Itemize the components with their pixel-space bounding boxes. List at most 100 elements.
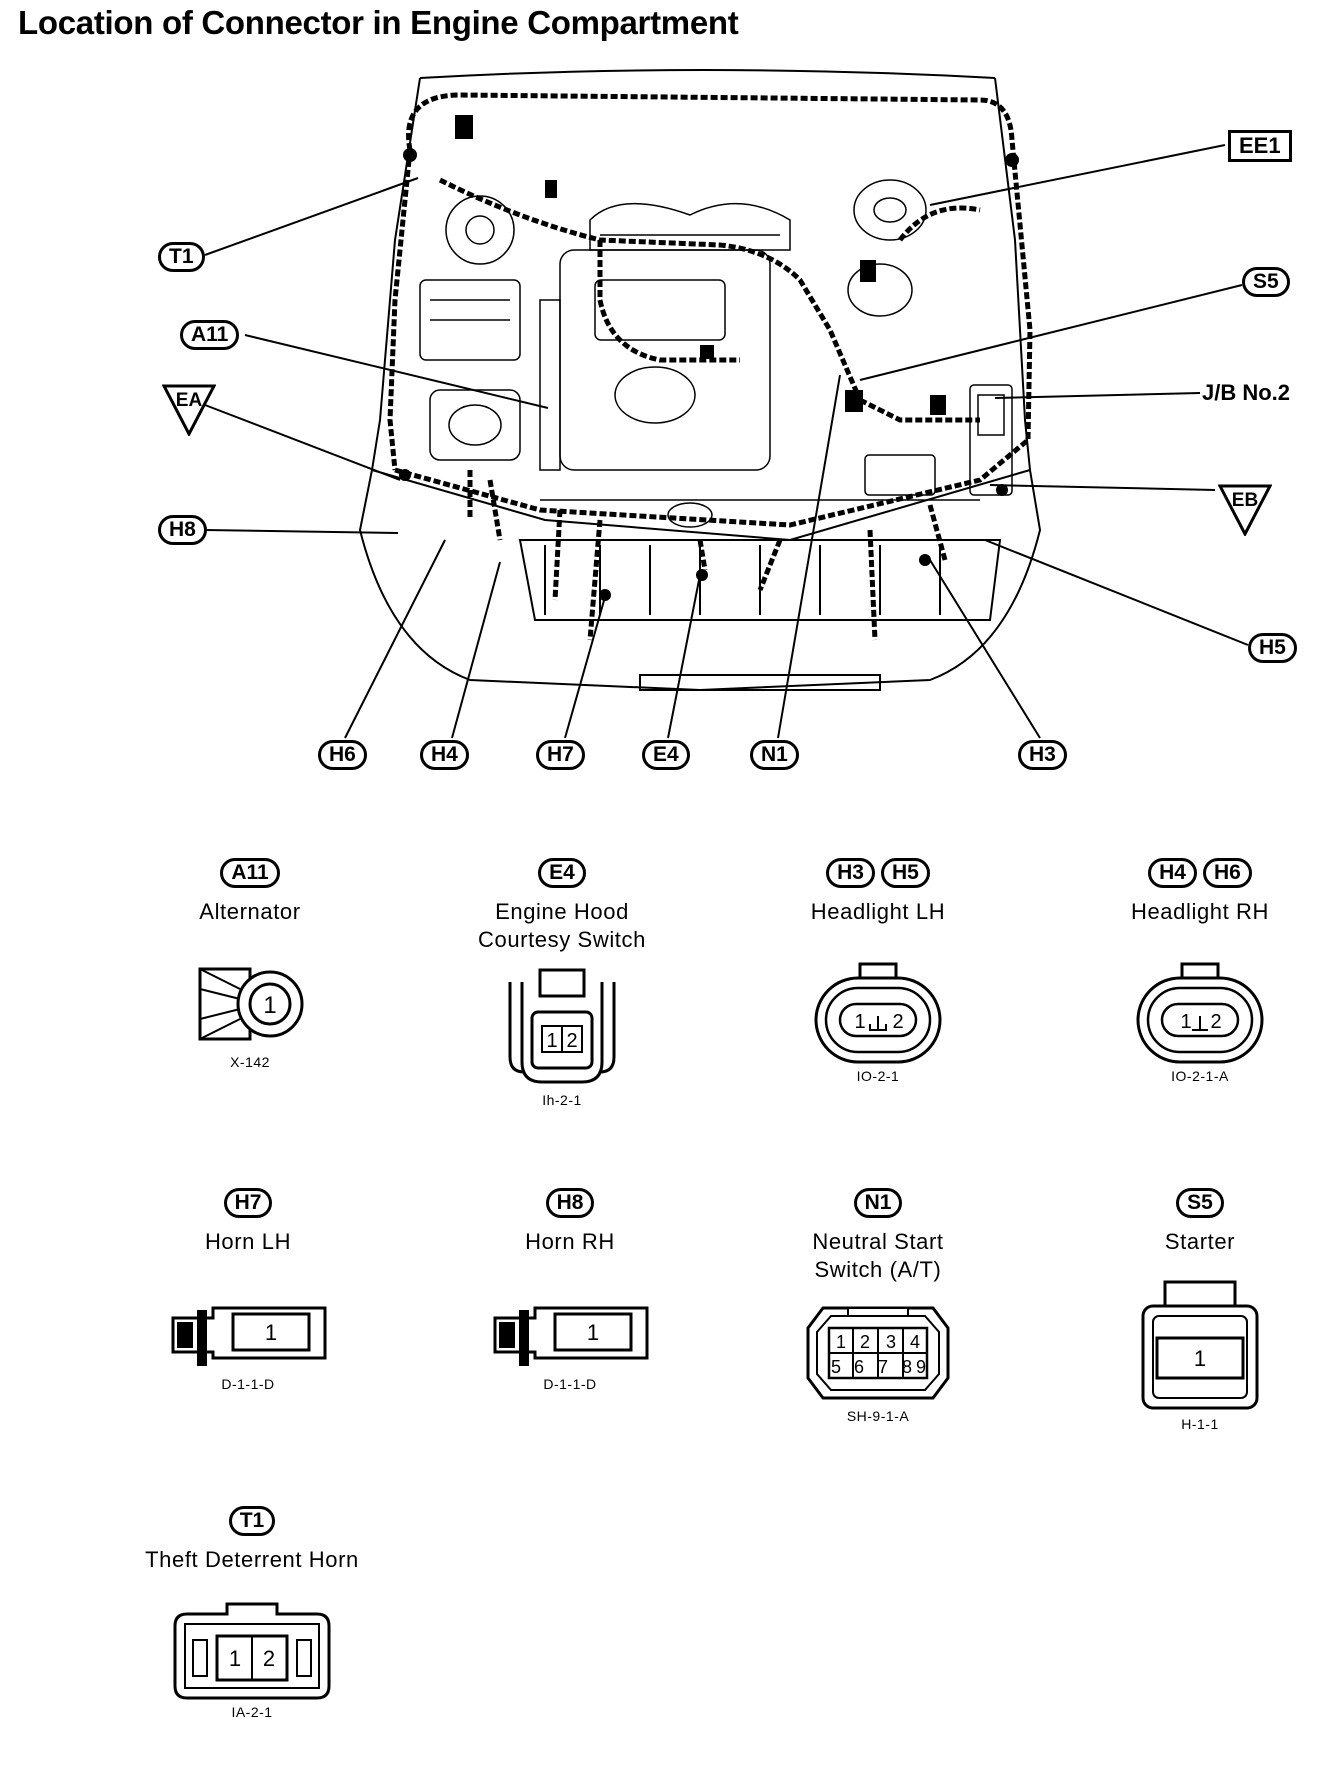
pin-label: 2 bbox=[860, 1332, 870, 1352]
code-badge: T1 bbox=[228, 1506, 276, 1536]
connector-part-number: D-1-1-D bbox=[543, 1376, 597, 1392]
pin-label: 4 bbox=[910, 1332, 920, 1352]
pin-label: 2 bbox=[566, 1030, 577, 1052]
connector-e4: E4 Engine Hood Courtesy Switch 1 2 Ih-2-… bbox=[402, 858, 722, 1108]
connector-name: Alternator bbox=[199, 899, 301, 924]
connector-x142-icon: 1 bbox=[198, 967, 304, 1041]
connector-t1: T1 Theft Deterrent Horn 1 2 IA-2-1 bbox=[92, 1506, 412, 1720]
label-jb-no2: J/B No.2 bbox=[1202, 380, 1291, 405]
callout-h3: H3 bbox=[1018, 740, 1067, 770]
callout-h6: H6 bbox=[318, 740, 367, 770]
leader-lines bbox=[204, 144, 1249, 739]
pin-label: 2 bbox=[263, 1646, 275, 1671]
connector-part-number: D-1-1-D bbox=[221, 1376, 275, 1392]
code-badge: S5 bbox=[1176, 1188, 1224, 1218]
connector-d11d-icon: 1 bbox=[493, 1306, 649, 1366]
connector-markers bbox=[399, 115, 1019, 601]
code-badge: H5 bbox=[881, 858, 930, 888]
callout-h8: H8 bbox=[158, 515, 207, 545]
page-title: Location of Connector in Engine Compartm… bbox=[18, 4, 739, 41]
ground-triangle-icon bbox=[1217, 484, 1273, 538]
callout-n1: N1 bbox=[750, 740, 799, 770]
connector-name: Starter bbox=[1164, 1229, 1236, 1254]
connector-h11-icon: 1 bbox=[1141, 1280, 1259, 1410]
pin-label: 3 bbox=[886, 1332, 896, 1352]
callout-e4: E4 bbox=[642, 740, 690, 770]
engine-compartment-diagram bbox=[204, 69, 1249, 739]
connector-h3-h5: H3 H5 Headlight LH 1 2 IO-2-1 bbox=[718, 858, 1038, 1084]
connector-h4-h6: H4 H6 Headlight RH 1 2 IO-2-1-A bbox=[1040, 858, 1344, 1084]
pin-label: 1 bbox=[854, 1011, 865, 1033]
connector-part-number: IO-2-1-A bbox=[1171, 1068, 1229, 1084]
connector-h7: H7 Horn LH 1 D-1-1-D bbox=[88, 1188, 408, 1392]
connector-codes: H4 H6 bbox=[1040, 858, 1344, 890]
code-badge: H3 bbox=[826, 858, 875, 888]
pin-label: 6 bbox=[854, 1357, 864, 1377]
connector-name: Headlight LH bbox=[810, 899, 946, 924]
ground-label-ea: EA bbox=[175, 390, 203, 411]
callout-ee1: EE1 bbox=[1228, 130, 1292, 162]
connector-part-number: H-1-1 bbox=[1181, 1416, 1219, 1432]
connector-name: Horn LH bbox=[204, 1229, 292, 1254]
connector-codes: H3 H5 bbox=[718, 858, 1038, 890]
connector-part-number: IA-2-1 bbox=[231, 1704, 273, 1720]
connector-codes: H8 bbox=[410, 1188, 730, 1220]
code-badge: E4 bbox=[538, 858, 586, 888]
ground-marker-ea: EA bbox=[161, 384, 217, 438]
connector-sh91a-icon: 1 2 3 4 5 6 7 8 9 bbox=[806, 1306, 950, 1400]
connector-ih21-icon: 1 2 bbox=[508, 968, 616, 1084]
callout-t1: T1 bbox=[158, 242, 205, 272]
callout-s5: S5 bbox=[1242, 267, 1290, 297]
pin-label: 1 bbox=[263, 992, 276, 1019]
connector-codes: H7 bbox=[88, 1188, 408, 1220]
pin-label: 7 bbox=[878, 1357, 888, 1377]
pin-label: 1 bbox=[546, 1030, 557, 1052]
callout-h4: H4 bbox=[420, 740, 469, 770]
connector-codes: T1 bbox=[92, 1506, 412, 1538]
car-outline bbox=[358, 69, 1042, 692]
connector-codes: A11 bbox=[90, 858, 410, 890]
code-badge: H4 bbox=[1148, 858, 1197, 888]
connector-part-number: SH-9-1-A bbox=[846, 1408, 910, 1424]
wire-harness bbox=[387, 92, 1033, 641]
connector-part-number: IO-2-1 bbox=[856, 1068, 900, 1084]
connector-d11d-icon: 1 bbox=[171, 1306, 327, 1366]
connector-h8: H8 Horn RH 1 D-1-1-D bbox=[410, 1188, 730, 1392]
pin-label: 1 bbox=[1180, 1011, 1191, 1033]
callout-h5: H5 bbox=[1248, 633, 1297, 663]
pin-label: 1 bbox=[229, 1646, 241, 1671]
callout-h7: H7 bbox=[536, 740, 585, 770]
ground-label-eb: EB bbox=[1231, 490, 1259, 511]
connector-codes: E4 bbox=[402, 858, 722, 890]
pin-label: 2 bbox=[892, 1011, 903, 1033]
connector-s5: S5 Starter 1 H-1-1 bbox=[1040, 1188, 1344, 1432]
connector-part-number: Ih-2-1 bbox=[542, 1092, 582, 1108]
connector-name: Horn RH bbox=[525, 1229, 615, 1254]
pin-label: 8 bbox=[902, 1357, 912, 1377]
connector-codes: N1 bbox=[718, 1188, 1038, 1220]
connector-io21a-icon: 1 2 bbox=[1136, 962, 1264, 1064]
pin-label: 1 bbox=[1194, 1346, 1206, 1371]
code-badge: H8 bbox=[545, 1188, 595, 1218]
connector-codes: S5 bbox=[1040, 1188, 1344, 1220]
pin-label: 9 bbox=[916, 1357, 926, 1377]
pin-label: 2 bbox=[1210, 1011, 1221, 1033]
connector-part-number: X-142 bbox=[230, 1054, 270, 1070]
connector-name: Theft Deterrent Horn bbox=[145, 1547, 359, 1572]
connector-a11: A11 Alternator 1 X-142 bbox=[90, 858, 410, 1070]
connector-n1: N1 Neutral Start Switch (A/T) 1 2 3 4 5 … bbox=[718, 1188, 1038, 1424]
pin-label: 5 bbox=[831, 1357, 841, 1377]
connector-io21-icon: 1 2 bbox=[814, 962, 942, 1064]
connector-name: Neutral Start Switch (A/T) bbox=[812, 1229, 944, 1282]
ground-triangle-icon bbox=[161, 384, 217, 438]
code-badge: N1 bbox=[853, 1188, 903, 1218]
engine-components bbox=[419, 179, 1013, 528]
callout-a11: A11 bbox=[180, 320, 240, 350]
pin-label: 1 bbox=[265, 1320, 277, 1345]
code-badge: H7 bbox=[223, 1188, 273, 1218]
pin-label: 1 bbox=[587, 1320, 599, 1345]
connector-name: Engine Hood Courtesy Switch bbox=[478, 899, 646, 952]
connector-ia21-icon: 1 2 bbox=[173, 1602, 331, 1700]
connector-name: Headlight RH bbox=[1130, 899, 1270, 924]
code-badge: H6 bbox=[1203, 858, 1252, 888]
